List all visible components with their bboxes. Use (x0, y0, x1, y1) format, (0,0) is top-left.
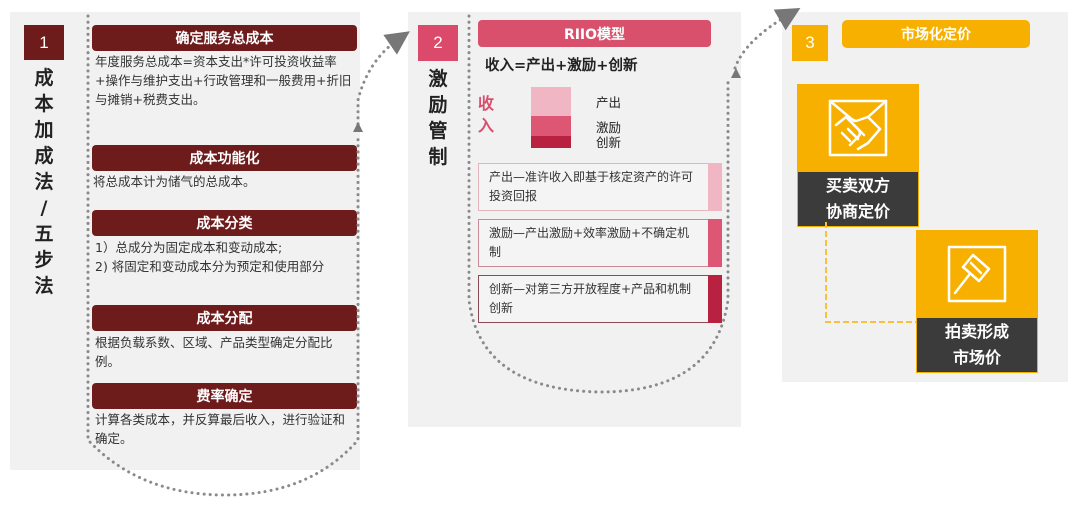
title-char: 加 (34, 119, 54, 141)
stack-segment-output (531, 87, 571, 116)
title-char: 制 (428, 146, 448, 168)
section-title-cost-plus: 成 本 加 成 法 / 五 步 法 (30, 65, 58, 299)
card-auction-pricing: 拍卖形成 市场价 (916, 230, 1038, 373)
card-icon-area (916, 230, 1038, 318)
stack-label-innovation: 创新 (596, 135, 622, 150)
definition-innovation: 创新—对第三方开放程度+产品和机制创新 (478, 275, 722, 323)
gavel-icon (947, 245, 1007, 303)
title-char: 管 (428, 120, 448, 142)
step-header-classification: 成本分类 (92, 210, 357, 236)
body-line: 1）总成分为固定成本和变动成本; (95, 240, 283, 255)
section-number-3: 3 (792, 25, 828, 61)
stack-segment-incentive (531, 116, 571, 136)
label-line: 协商定价 (825, 202, 890, 221)
definition-text: 创新—对第三方开放程度+产品和机制创新 (489, 282, 692, 315)
arrow-1-to-2 (356, 31, 410, 126)
definition-text: 激励—产出激励+效率激励+不确定机制 (489, 226, 690, 259)
title-char: / (40, 197, 48, 219)
title-char: 五 (34, 223, 54, 245)
title-char: 步 (34, 249, 54, 271)
label-line: 市场价 (952, 348, 1001, 367)
step-header-functionalization: 成本功能化 (92, 145, 357, 171)
title-char: 法 (34, 171, 54, 193)
step-body-allocation: 根据负载系数、区域、产品类型确定分配比例。 (95, 335, 333, 369)
title-char: 本 (34, 93, 54, 115)
color-tab (708, 219, 722, 267)
riio-model-header: RIIO模型 (478, 20, 711, 47)
definition-output: 产出—准许收入即基于核定资产的许可投资回报 (478, 163, 722, 211)
step-body-classification: 1）总成分为固定成本和变动成本; 2) 将固定和变动成本分为预定和使用部分 (95, 238, 357, 276)
title-char: 成 (34, 67, 54, 89)
label-char: 入 (478, 116, 495, 135)
step-body-rate-setting: 计算各类成本，并反算最后收入，进行验证和确定。 (95, 412, 346, 446)
card-negotiated-pricing: 买卖双方 协商定价 (797, 84, 919, 227)
body-line: 2) 将固定和变动成本分为预定和使用部分 (95, 259, 325, 274)
handshake-icon (828, 99, 888, 157)
step-header-allocation: 成本分配 (92, 305, 357, 331)
riio-formula: 收入=产出+激励+创新 (485, 58, 638, 74)
title-char: 激 (428, 68, 448, 90)
stack-label-incentive: 激励 (596, 120, 622, 135)
section-title-incentive: 激 励 管 制 (424, 66, 452, 170)
step-body-total-cost: 年度服务总成本=资本支出*许可投资收益率+操作与维护支出+行政管理和一般费用+折… (95, 54, 352, 107)
stack-segment-innovation (531, 136, 571, 148)
color-tab (708, 163, 722, 211)
revenue-label: 收 入 (478, 93, 498, 137)
label-line: 买卖双方 (825, 176, 890, 195)
section-number-2: 2 (418, 25, 458, 61)
definition-text: 产出—准许收入即基于核定资产的许可投资回报 (489, 170, 694, 203)
color-tab (708, 275, 722, 323)
label-char: 收 (478, 94, 495, 113)
step-body-functionalization: 将总成本计为储气的总成本。 (93, 174, 256, 189)
card-label: 拍卖形成 市场价 (916, 318, 1038, 373)
definition-incentive: 激励—产出激励+效率激励+不确定机制 (478, 219, 722, 267)
step-header-rate-setting: 费率确定 (92, 383, 357, 409)
step-header-total-cost: 确定服务总成本 (92, 25, 357, 51)
stack-label-output: 产出 (596, 95, 622, 110)
section-number-1: 1 (24, 25, 64, 60)
title-char: 成 (34, 145, 54, 167)
market-pricing-header: 市场化定价 (842, 20, 1030, 48)
title-char: 励 (428, 94, 448, 116)
card-label: 买卖双方 协商定价 (797, 172, 919, 227)
title-char: 法 (34, 275, 54, 297)
label-line: 拍卖形成 (944, 322, 1009, 341)
card-icon-area (797, 84, 919, 172)
